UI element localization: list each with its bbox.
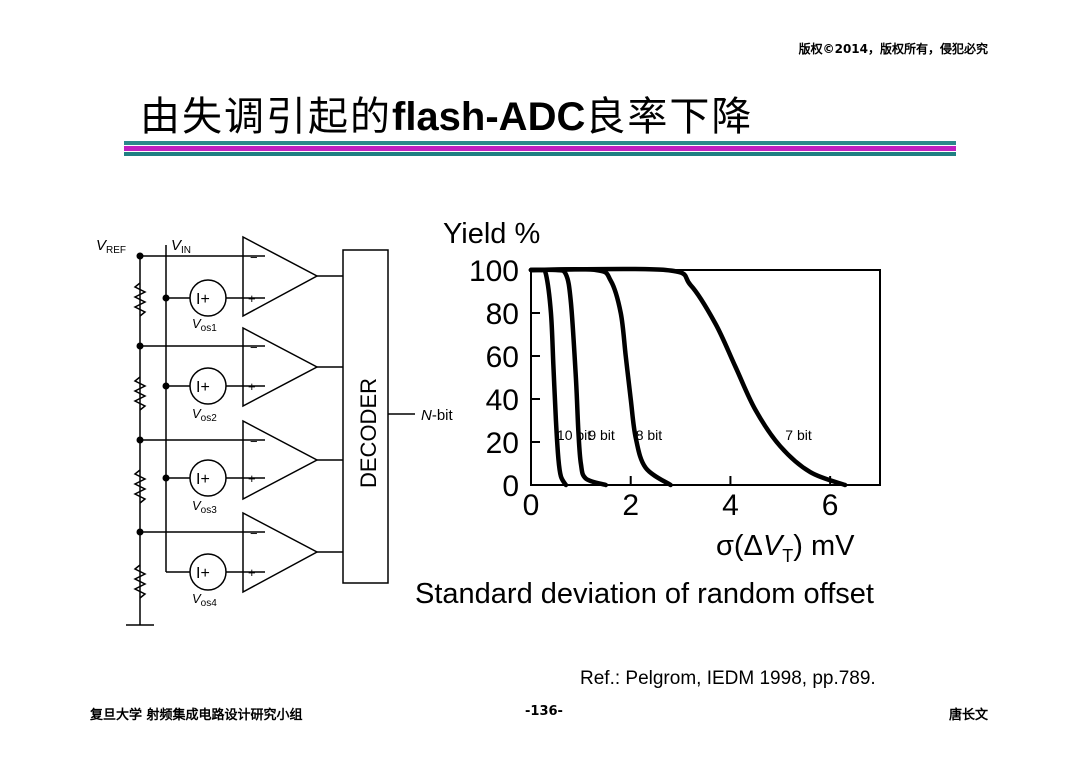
footer-author: 唐长文 [948,708,988,723]
comparator-minus-4: − [250,526,258,541]
vos4-label: Vos4 [192,591,217,609]
offset-source-symbol-4: I+ [196,565,210,582]
comparator-minus-1: − [250,250,258,265]
title-bold: flash-ADC [392,95,586,139]
offset-source-symbol-3: I+ [196,471,210,488]
comparator-plus-1: + [248,291,256,306]
chart-x-unit-label: σ(ΔVT) mV [716,530,855,566]
title-prefix: 由失调引起的 [140,94,392,140]
series-line-10-bit [528,267,569,488]
y-tick-label-20: 20 [486,427,519,460]
x-tick-label-2: 2 [622,489,639,522]
copyright-notice: 版权©2014，版权所有，侵犯必究 [798,42,988,56]
comparator-plus-2: + [248,379,256,394]
plot-frame [530,269,881,486]
slide-title: 由失调引起的flash-ADC良率下降 [140,84,753,142]
series-label-8-bit: 8 bit [636,427,663,443]
y-tick-label-80: 80 [486,298,519,331]
comparator-plus-4: + [248,565,256,580]
comparator-plus-3: + [248,471,256,486]
series-label-7-bit: 7 bit [785,427,812,443]
vos2-label: Vos2 [192,406,217,424]
series-line-7-bit [528,266,848,488]
vin-label: VIN [171,237,191,256]
footer-institution: 复旦大学 射频集成电路设计研究小组 [90,708,303,723]
vref-label: VREF [96,237,126,256]
offset-source-symbol-1: I+ [196,291,210,308]
output-label: N-bit [421,407,454,424]
series-line-9-bit [528,267,609,488]
chart-y-axis-label: Yield % [443,218,541,250]
offset-source-symbol-2: I+ [196,379,210,396]
comparator-minus-2: − [250,340,258,355]
title-underline-middle [124,146,956,151]
x-tick-label-4: 4 [722,489,739,522]
series-label-10-bit: 10 bit [557,427,591,443]
y-tick-label-60: 60 [486,341,519,374]
x-tick-label-6: 6 [822,489,839,522]
decoder-block [342,249,389,584]
chart-x-axis-label: Standard deviation of random offset [415,578,874,610]
reference-citation: Ref.: Pelgrom, IEDM 1998, pp.789. [580,668,876,689]
decoder-label: DECODER [356,378,381,488]
y-tick-label-100: 100 [469,255,519,288]
y-tick-label-40: 40 [486,384,519,417]
series-label-9-bit: 9 bit [588,427,615,443]
comparator-minus-3: − [250,434,258,449]
title-suffix: 良率下降 [585,94,754,140]
title-underline-bottom [124,152,956,156]
x-tick-label-0: 0 [523,489,540,522]
flash-adc-schematic: I+ I+ I+ I+ − + − + − + − + VREF VIN Vos… [96,235,454,626]
vos3-label: Vos3 [192,498,217,516]
footer-page-number: -136- [525,704,563,719]
y-tick-label-0: 0 [502,470,519,503]
title-underline-top [124,141,956,145]
vos1-label: Vos1 [192,316,217,334]
